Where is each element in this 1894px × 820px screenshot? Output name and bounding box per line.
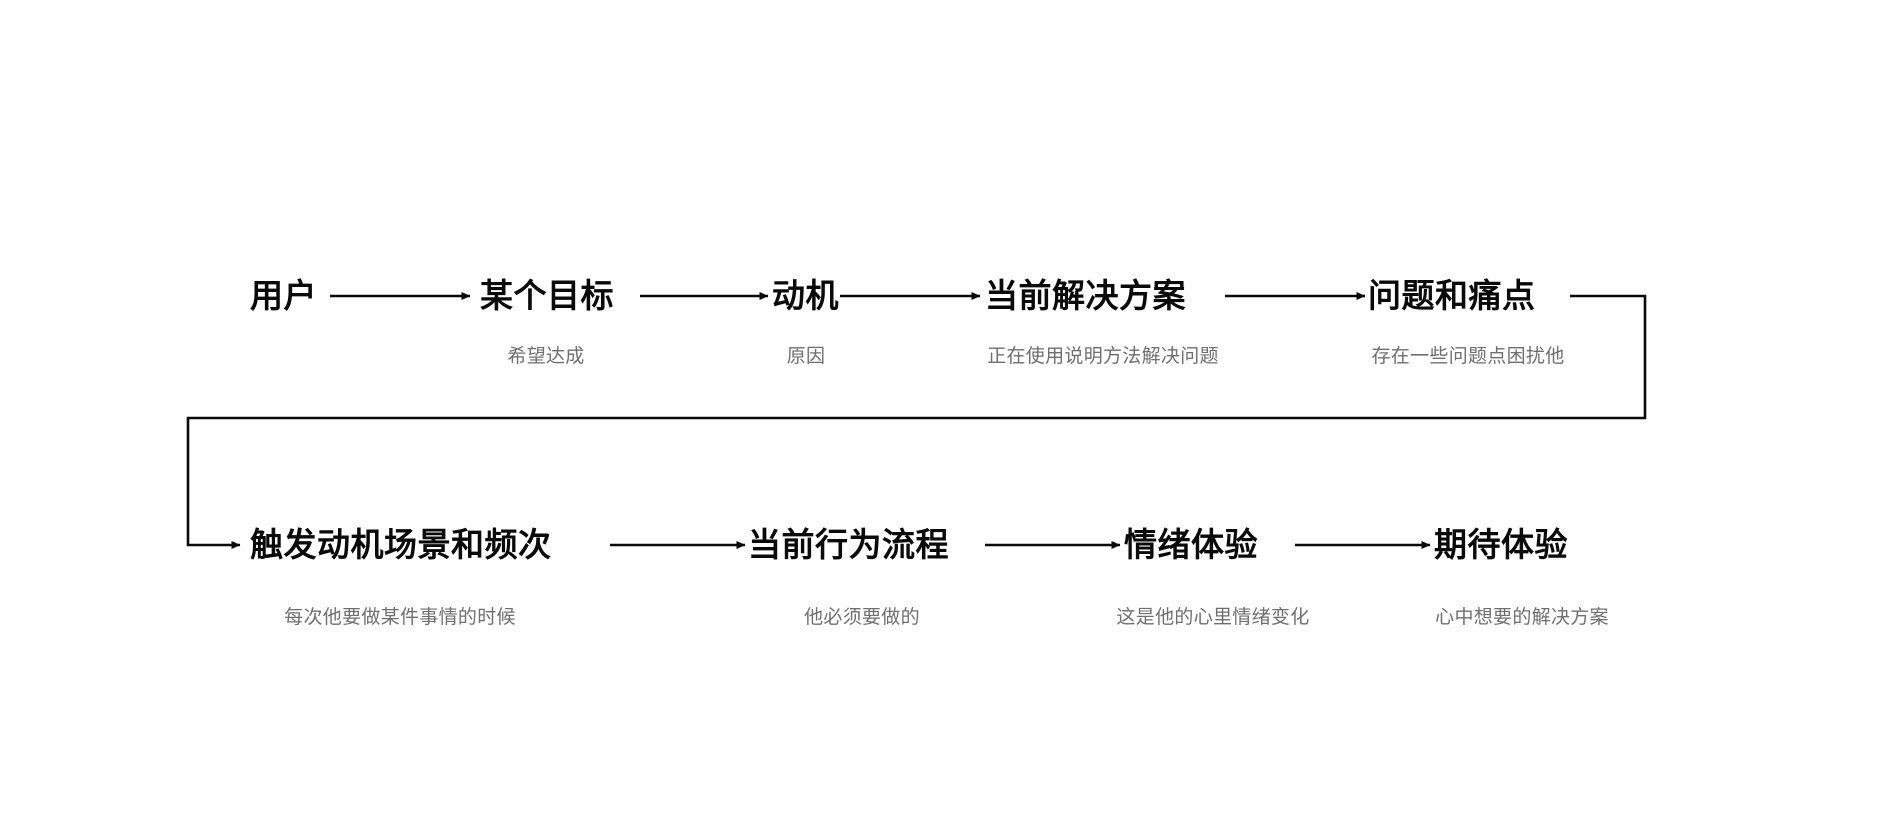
node-current-solution-label: 当前解决方案 — [985, 277, 1186, 314]
node-goal[interactable]: 某个目标 — [480, 279, 614, 312]
node-goal-label: 某个目标 — [480, 277, 614, 314]
node-motivation[interactable]: 动机 — [772, 279, 839, 312]
node-user[interactable]: 用户 — [250, 279, 317, 312]
node-painpoint-label: 问题和痛点 — [1368, 277, 1536, 314]
node-trigger-scene[interactable]: 触发动机场景和频次 — [250, 528, 552, 561]
caption-current-solution: 正在使用说明方法解决问题 — [987, 346, 1219, 367]
node-painpoint[interactable]: 问题和痛点 — [1368, 279, 1536, 312]
node-emotional-experience-label: 情绪体验 — [1124, 526, 1258, 563]
wrap-connector-path — [186, 294, 1647, 549]
caption-current-behavior: 他必须要做的 — [804, 607, 920, 628]
caption-goal: 希望达成 — [507, 346, 585, 367]
caption-expected-experience: 心中想要的解决方案 — [1435, 607, 1609, 628]
caption-motivation: 原因 — [786, 346, 826, 367]
node-current-behavior[interactable]: 当前行为流程 — [748, 528, 949, 561]
node-expected-experience[interactable]: 期待体验 — [1434, 528, 1568, 561]
node-user-label: 用户 — [250, 277, 317, 314]
node-emotional-experience[interactable]: 情绪体验 — [1124, 528, 1258, 561]
node-motivation-label: 动机 — [772, 277, 839, 314]
caption-painpoint: 存在一些问题点困扰他 — [1371, 346, 1565, 367]
caption-trigger-scene: 每次他要做某件事情的时候 — [284, 607, 516, 628]
caption-emotional-experience: 这是他的心里情绪变化 — [1116, 607, 1310, 628]
node-current-solution[interactable]: 当前解决方案 — [985, 279, 1186, 312]
node-expected-experience-label: 期待体验 — [1434, 526, 1568, 563]
node-trigger-scene-label: 触发动机场景和频次 — [250, 526, 552, 563]
node-current-behavior-label: 当前行为流程 — [748, 526, 949, 563]
